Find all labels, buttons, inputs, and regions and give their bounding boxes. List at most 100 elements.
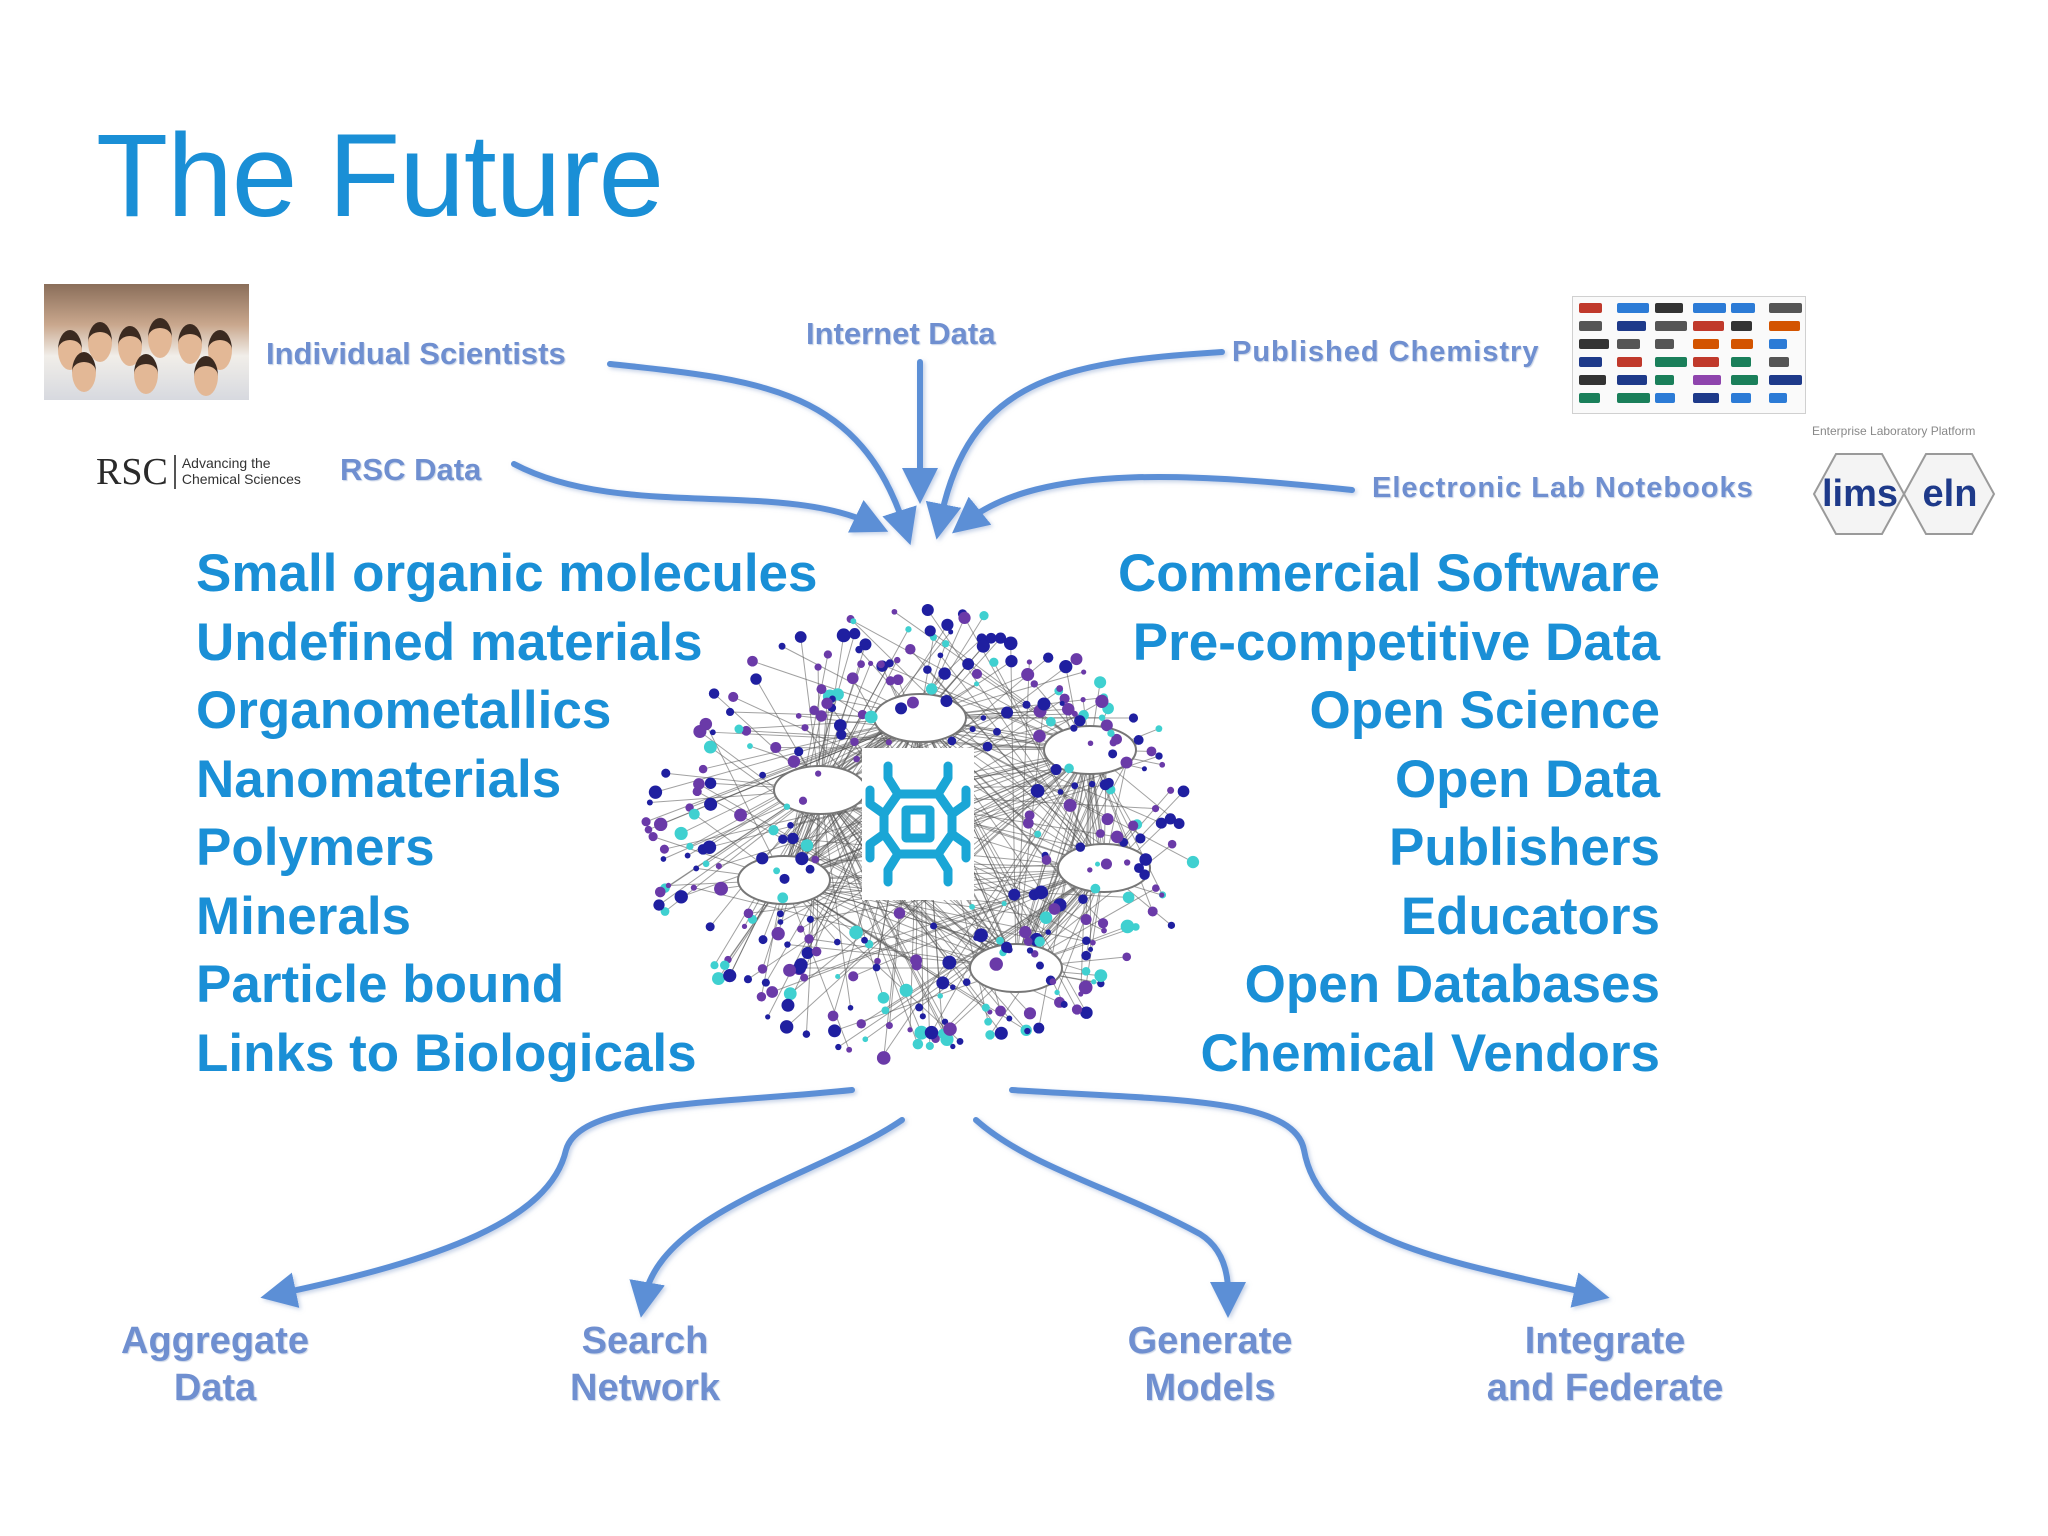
publisher-logo-tile <box>1769 339 1787 349</box>
network-node <box>761 978 770 987</box>
network-node <box>1131 923 1140 931</box>
list-item: Pre-competitive Data <box>1132 612 1660 672</box>
list-item: Nanomaterials <box>196 749 562 809</box>
network-node <box>1080 697 1086 703</box>
network-node <box>864 710 878 724</box>
network-node <box>1006 1015 1013 1022</box>
publisher-logo-tile <box>1655 339 1674 349</box>
network-node <box>702 840 717 854</box>
network-node <box>971 668 983 680</box>
network-node <box>779 1020 794 1034</box>
network-edge <box>712 731 1091 751</box>
network-node <box>1151 805 1160 813</box>
output-generate-line1: Generate <box>1127 1320 1293 1362</box>
network-node <box>1034 885 1048 900</box>
arrow-to-integrate <box>1009 1087 1610 1308</box>
network-node <box>1049 978 1057 985</box>
network-node <box>805 864 815 874</box>
network-node <box>993 727 1001 736</box>
arrow-from-rsc-data <box>511 461 889 533</box>
network-node <box>800 839 814 852</box>
network-node <box>980 715 987 721</box>
network-node <box>834 938 841 946</box>
network-node <box>942 640 950 648</box>
network-node <box>1087 867 1093 873</box>
network-node <box>1033 729 1046 743</box>
rsc-logo-mark: RSC <box>96 451 168 493</box>
network-node <box>765 1014 771 1020</box>
network-node <box>770 742 782 754</box>
network-node <box>661 768 671 778</box>
network-node <box>1061 703 1075 716</box>
network-node <box>950 1043 956 1050</box>
output-aggregate-line2: Data <box>173 1367 257 1409</box>
source-published-chemistry: Published Chemistry <box>1232 336 1540 368</box>
network-node <box>958 611 971 625</box>
arrow-from-individual-scientists <box>607 361 917 546</box>
network-node <box>794 631 807 643</box>
network-node <box>1155 817 1167 829</box>
publisher-logo-tile <box>1655 303 1683 313</box>
network-node <box>743 908 754 919</box>
network-node <box>693 778 705 790</box>
arrow-to-search-network <box>629 1117 905 1318</box>
publisher-logo-tile <box>1617 375 1647 385</box>
network-node <box>936 976 950 990</box>
network-node <box>1081 950 1091 961</box>
network-node <box>1103 777 1114 788</box>
network-node <box>1074 715 1086 727</box>
network-node <box>708 688 720 699</box>
output-integrate-federate: Integrate and Federate <box>1460 1318 1750 1412</box>
network-node <box>827 1010 839 1022</box>
network-node <box>1054 989 1060 996</box>
network-node <box>704 797 718 811</box>
publisher-logo-tile <box>1617 321 1646 331</box>
publisher-logo-tile <box>1731 339 1753 349</box>
network-node <box>787 821 794 829</box>
network-edge <box>919 717 1162 824</box>
publisher-logo-tile <box>1731 393 1751 403</box>
network-node <box>1056 685 1064 692</box>
rsc-logo: RSC Advancing the Chemical Sciences <box>96 452 301 492</box>
network-node <box>1005 946 1013 954</box>
network-node <box>648 785 663 799</box>
output-search-network: Search Network <box>530 1318 760 1412</box>
network-node <box>1109 738 1118 747</box>
network-node <box>885 739 892 746</box>
network-node <box>1167 786 1175 794</box>
publisher-logo-tile <box>1617 339 1640 349</box>
publisher-logo-tile <box>1769 303 1802 313</box>
network-node <box>787 832 799 845</box>
network-edge <box>853 867 1105 977</box>
list-item: Undefined materials <box>196 612 703 672</box>
source-individual-scientists: Individual Scientists <box>266 336 566 371</box>
network-node <box>1090 883 1101 894</box>
network-node <box>674 826 688 841</box>
list-item: Educators <box>1400 886 1660 946</box>
rsc-tagline-line1: Advancing the <box>181 455 271 471</box>
network-node <box>877 991 890 1004</box>
network-node <box>1034 830 1042 838</box>
network-node <box>948 629 954 635</box>
network-node <box>1031 950 1039 958</box>
network-node <box>1128 820 1139 831</box>
network-node <box>698 764 708 774</box>
network-edge <box>819 629 909 791</box>
arrow-from-published-chemistry <box>925 349 1225 540</box>
network-node <box>847 1004 854 1011</box>
network-node <box>846 672 859 685</box>
publisher-logo-tile <box>1617 303 1649 313</box>
network-edge <box>819 789 884 998</box>
publisher-logo-tile <box>1731 321 1752 331</box>
network-node <box>644 825 653 834</box>
network-node <box>846 1046 853 1053</box>
network-node <box>1026 659 1033 665</box>
network-node <box>985 632 997 644</box>
network-node <box>741 923 748 929</box>
network-node <box>771 927 785 941</box>
lims-eln-logo <box>1812 453 1996 535</box>
network-node <box>1078 991 1084 997</box>
network-node <box>1001 900 1007 907</box>
network-node <box>684 852 691 859</box>
network-node <box>795 713 802 719</box>
